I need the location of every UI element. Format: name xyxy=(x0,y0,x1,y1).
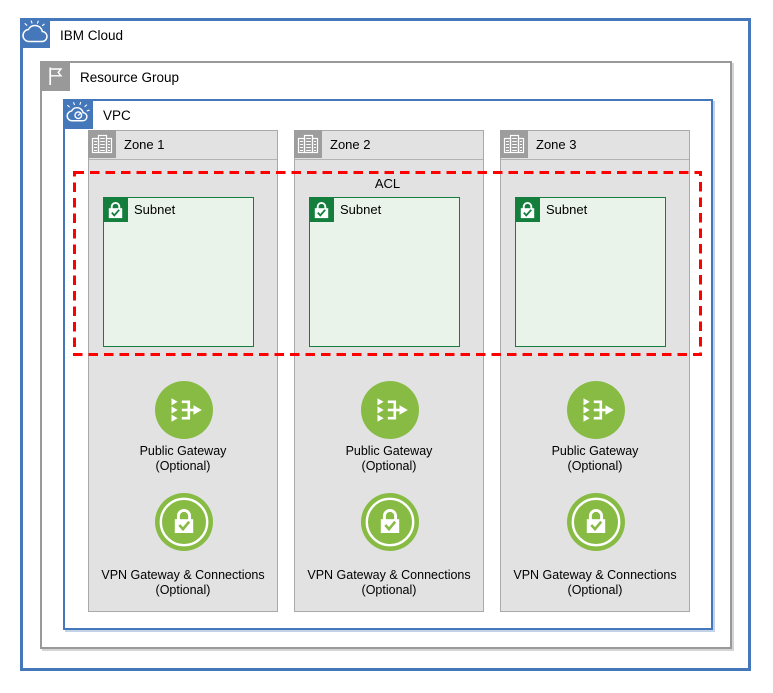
public-gateway-icon xyxy=(361,381,419,439)
zone-3-container: Zone 3 Subnet xyxy=(500,130,690,612)
zone-2-container: Zone 2 Subnet xyxy=(294,130,484,612)
lock-check-icon xyxy=(514,196,540,222)
cloud-icon xyxy=(20,18,50,48)
vpn-gateway-label: VPN Gateway & Connections (Optional) xyxy=(307,568,471,597)
vpn-gateway-icon xyxy=(567,493,625,551)
subnet-label: Subnet xyxy=(134,202,176,217)
vpc-container: VPC xyxy=(63,99,713,630)
vpn-gateway-icon xyxy=(361,493,419,551)
vpn-gateway-label: VPN Gateway & Connections (Optional) xyxy=(513,568,677,597)
public-gateway-icon xyxy=(155,381,213,439)
zone-label: Zone 2 xyxy=(330,137,371,152)
vpc-label: VPC xyxy=(103,108,131,123)
subnet-box: Subnet xyxy=(102,196,254,347)
flag-icon xyxy=(40,61,70,91)
zone-2-header: Zone 2 xyxy=(294,130,483,160)
public-gateway-label: Public Gateway (Optional) xyxy=(139,444,227,473)
ibm-cloud-container: IBM Cloud xyxy=(20,18,751,671)
subnet-label: Subnet xyxy=(340,202,382,217)
subnet-box: Subnet xyxy=(308,196,460,347)
resource-group-label: Resource Group xyxy=(80,70,180,85)
zone-3-header: Zone 3 xyxy=(500,130,689,160)
datacenter-buildings-icon xyxy=(88,130,116,158)
public-gateway-icon xyxy=(567,381,625,439)
zone-1-container: Zone 1 Subnet xyxy=(88,130,278,612)
public-gateway-label: Public Gateway (Optional) xyxy=(345,444,433,473)
ibm-cloud-label: IBM Cloud xyxy=(60,28,124,43)
lock-check-icon xyxy=(308,196,334,222)
datacenter-buildings-icon xyxy=(500,130,528,158)
zone-label: Zone 1 xyxy=(124,137,165,152)
cloud-gear-icon xyxy=(63,99,93,129)
vpn-gateway-icon xyxy=(155,493,213,551)
datacenter-buildings-icon xyxy=(294,130,322,158)
zone-label: Zone 3 xyxy=(536,137,577,152)
resource-group-container: Resource Group xyxy=(40,61,732,649)
lock-check-icon xyxy=(102,196,128,222)
public-gateway-label: Public Gateway (Optional) xyxy=(551,444,639,473)
vpn-gateway-label: VPN Gateway & Connections (Optional) xyxy=(101,568,265,597)
zone-1-header: Zone 1 xyxy=(88,130,277,160)
subnet-label: Subnet xyxy=(546,202,588,217)
subnet-box: Subnet xyxy=(514,196,666,347)
